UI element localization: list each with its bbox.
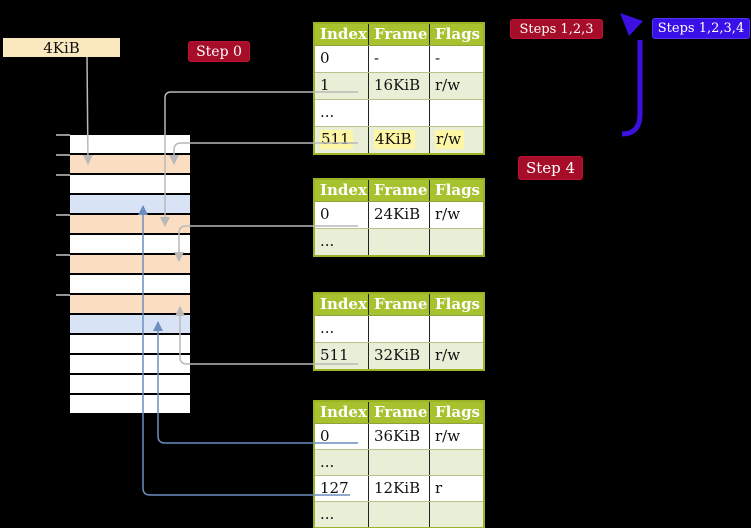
memory-frame-row	[70, 235, 190, 253]
table-cell	[368, 316, 429, 342]
table-cell	[368, 100, 429, 126]
table-cell: 127	[320, 479, 349, 497]
table-cell	[429, 229, 483, 255]
column-header: Index	[320, 403, 367, 421]
memory-frame-row	[70, 395, 190, 413]
table-cell: ...	[320, 505, 335, 523]
physical-memory-stack	[70, 135, 190, 415]
table-cell: 511	[320, 346, 349, 364]
table-row: ...	[315, 228, 483, 255]
memory-frame-row	[70, 335, 190, 353]
table-cell: r/w	[429, 343, 483, 369]
column-header: Flags	[429, 294, 483, 315]
memory-frame-row	[70, 295, 190, 313]
table-cell: ...	[320, 453, 335, 471]
table-row: ...	[315, 315, 483, 342]
table-cell	[429, 100, 483, 126]
memory-frame-row	[70, 375, 190, 393]
table-cell: r/w	[429, 73, 483, 99]
table-cell: r/w	[429, 202, 483, 228]
step4-label: Step 4	[518, 156, 583, 180]
table-cell: 4KiB	[368, 127, 429, 153]
table-cell	[368, 450, 429, 475]
table-row: 0 --	[315, 45, 483, 72]
memory-frame-row	[70, 135, 190, 153]
step0-label: Step 0	[188, 41, 250, 62]
table-cell: ...	[320, 232, 335, 250]
column-header: Frame	[368, 402, 429, 423]
memory-frame-row	[70, 355, 190, 373]
memory-frame-row	[70, 195, 190, 213]
table-cell: ...	[320, 319, 335, 337]
table-cell: 24KiB	[368, 202, 429, 228]
table-cell: -	[429, 46, 483, 72]
steps-loop-arrow	[620, 13, 643, 137]
memory-frame-row	[70, 315, 190, 333]
frame-size-label: 4KiB	[3, 38, 120, 57]
column-header: Flags	[429, 402, 483, 423]
table-cell: 511	[315, 127, 368, 153]
table-cell: r/w	[429, 127, 483, 153]
column-header: Frame	[368, 24, 429, 45]
table-cell: 16KiB	[368, 73, 429, 99]
table-row: ...	[315, 501, 483, 527]
memory-frame-row	[70, 175, 190, 193]
table-cell	[429, 502, 483, 527]
memory-frame-row	[70, 275, 190, 293]
steps-123-label: Steps 1,2,3	[510, 19, 603, 39]
memory-frame-row	[70, 155, 190, 173]
table-cell	[429, 316, 483, 342]
memory-frame-row	[70, 215, 190, 233]
table-row: ...	[315, 449, 483, 475]
column-header: Index	[320, 25, 367, 43]
table-cell: 12KiB	[368, 476, 429, 501]
column-header: Index	[320, 181, 367, 199]
table-cell: 0	[320, 205, 330, 223]
table-cell: 32KiB	[368, 343, 429, 369]
memory-address-ticks	[56, 134, 70, 296]
table-cell: r/w	[429, 424, 483, 449]
table-cell: 0	[320, 427, 330, 445]
table-cell: r	[429, 476, 483, 501]
column-header: Flags	[429, 24, 483, 45]
highlighted-value: r/w	[435, 130, 465, 149]
memory-frame-row	[70, 255, 190, 273]
table-cell	[429, 450, 483, 475]
table-cell	[368, 229, 429, 255]
steps-1234-label: Steps 1,2,3,4	[652, 18, 750, 39]
table-row: ...	[315, 99, 483, 126]
table-row: 511 4KiB r/w	[315, 126, 483, 153]
table-cell: 36KiB	[368, 424, 429, 449]
highlighted-value: 511	[320, 130, 353, 149]
table-cell: 1	[320, 76, 330, 94]
column-header: Frame	[368, 294, 429, 315]
column-header: Index	[320, 295, 367, 313]
highlighted-value: 4KiB	[374, 130, 415, 149]
table-cell: ...	[320, 103, 335, 121]
table-cell: -	[368, 46, 429, 72]
table-cell: 0	[320, 49, 330, 67]
column-header: Frame	[368, 180, 429, 201]
table-cell	[368, 502, 429, 527]
column-header: Flags	[429, 180, 483, 201]
